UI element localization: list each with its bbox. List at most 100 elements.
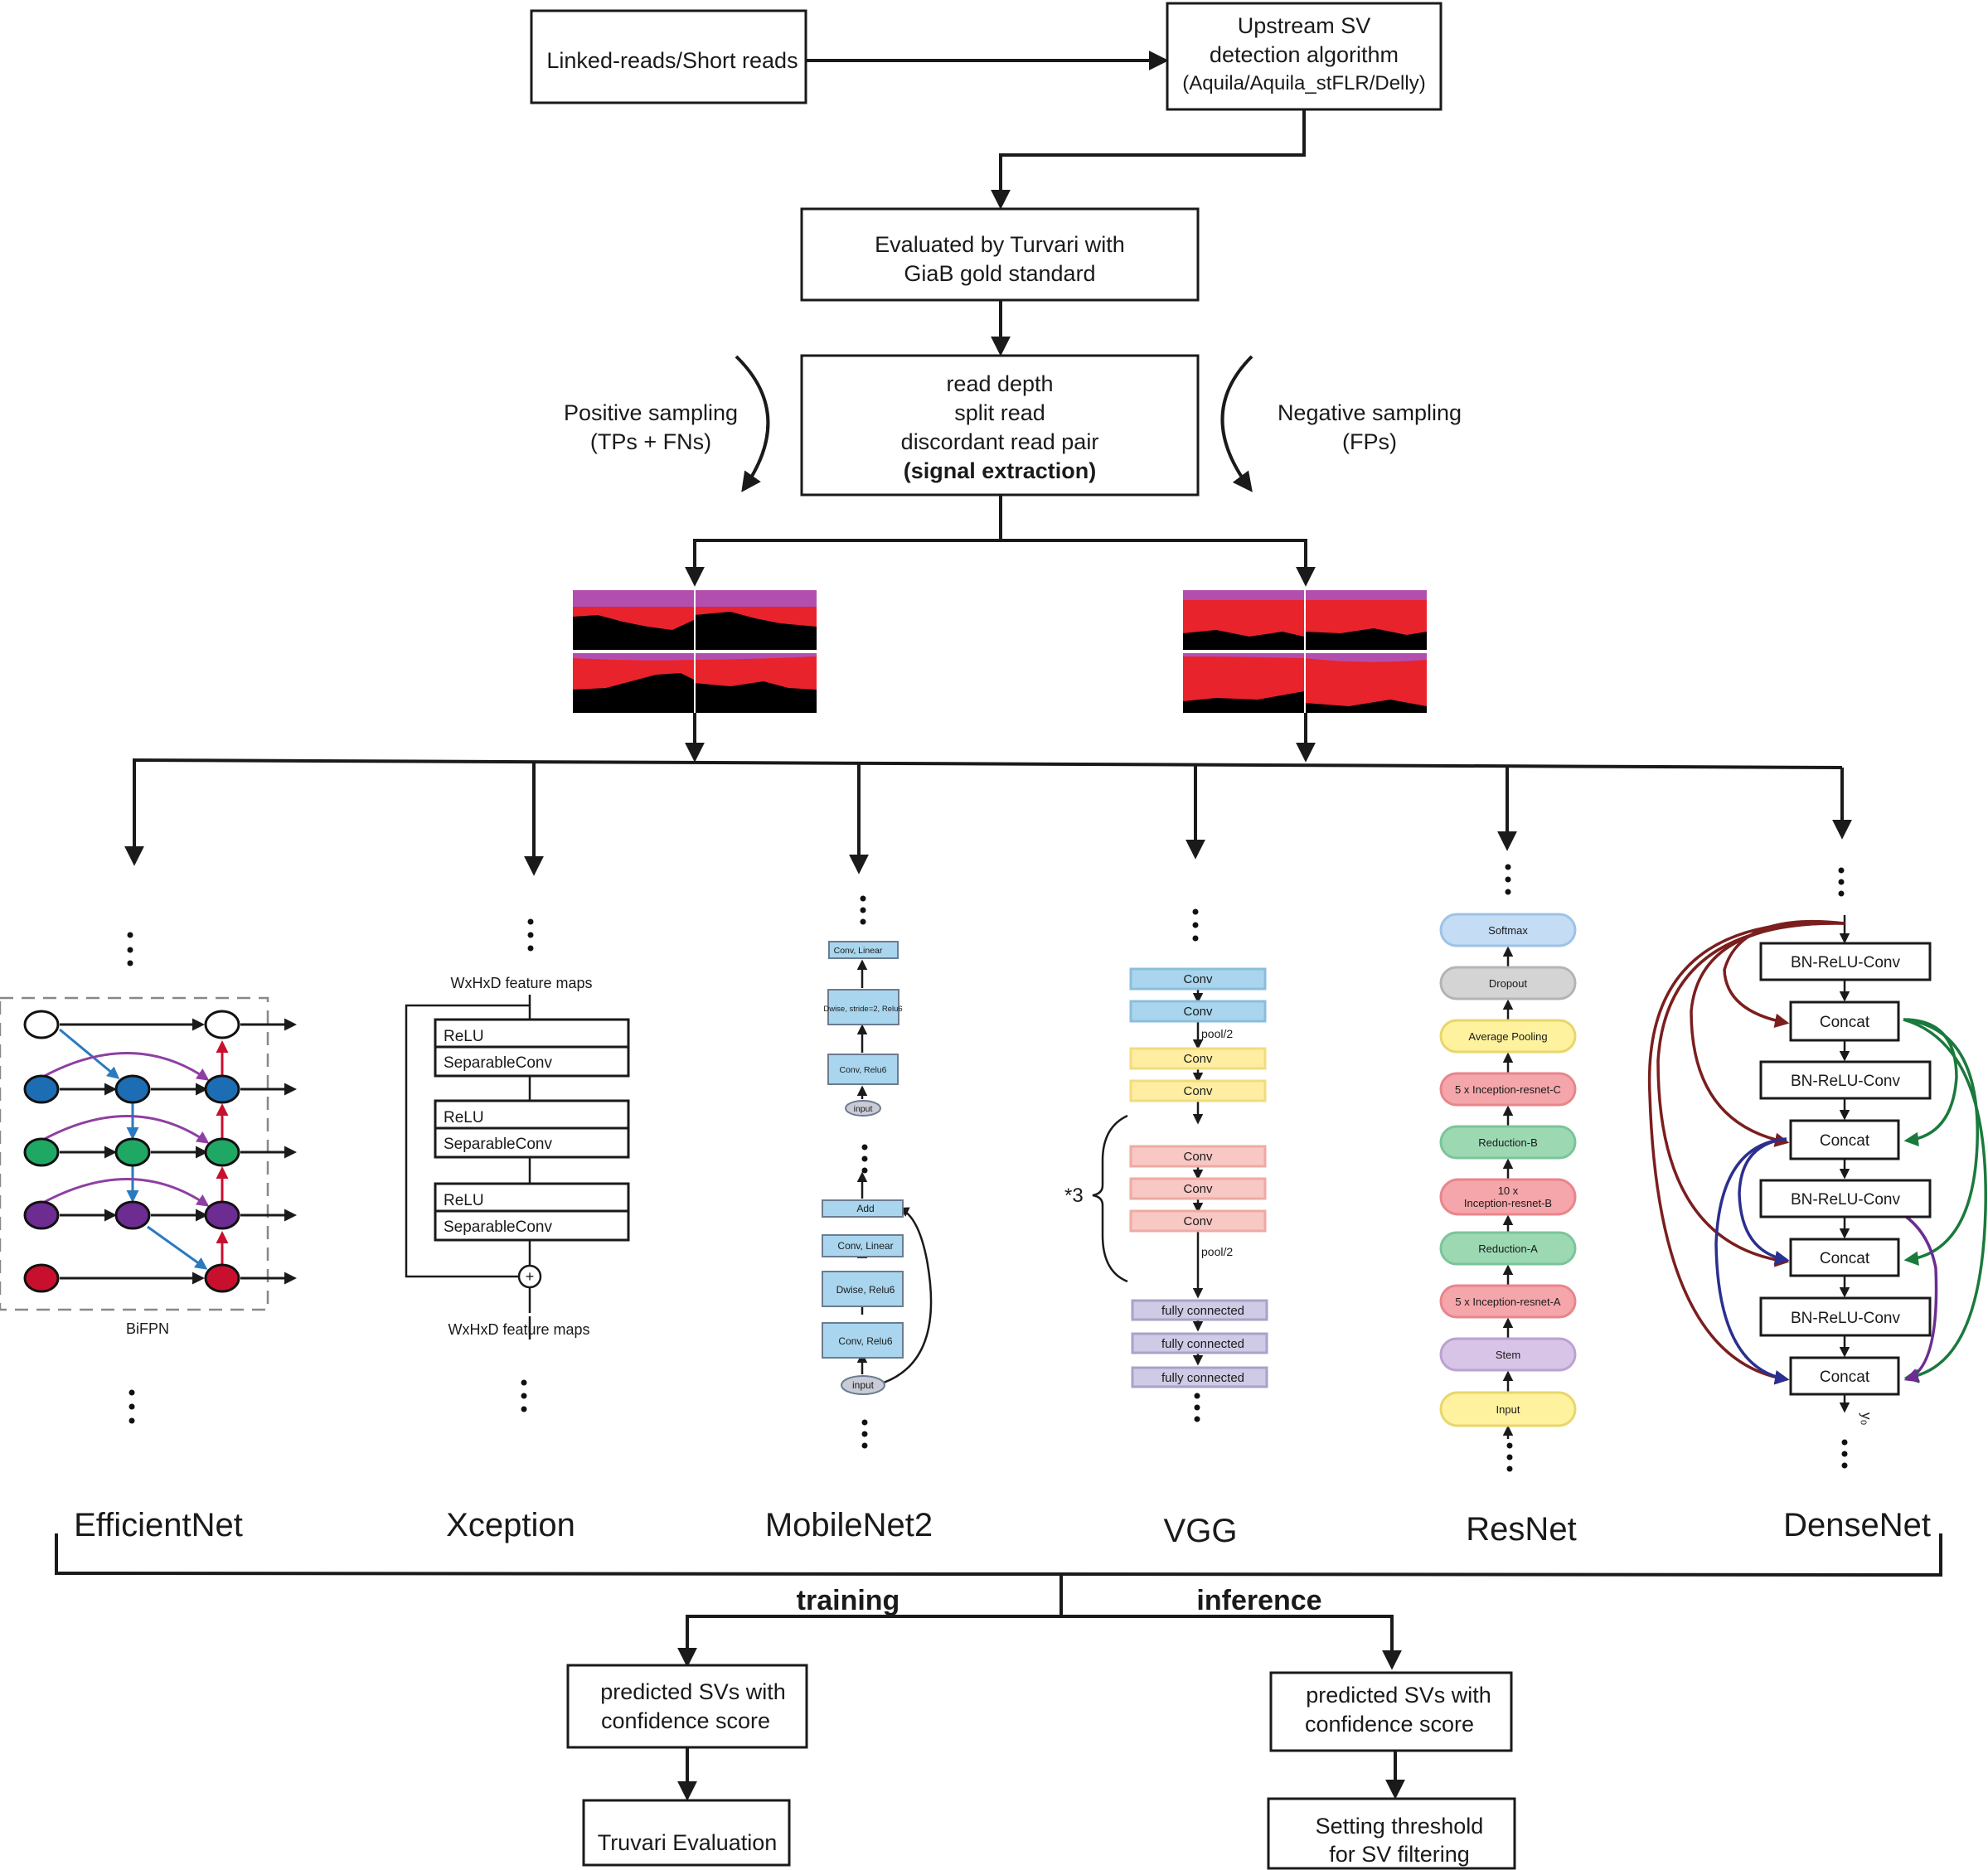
top-flow: Linked-reads/Short reads Upstream SV det… [530, 2, 1462, 587]
signal-line-1: read depth [946, 371, 1053, 396]
eval-line-1: Evaluated by Turvari with [875, 232, 1125, 257]
negative-curve-arrow [1220, 355, 1253, 492]
model-name-xception: Xception [446, 1507, 575, 1543]
vgg-label: Conv [1183, 1084, 1213, 1098]
densenet-block [1789, 1238, 1900, 1277]
bifpn-caption: BiFPN [126, 1320, 169, 1337]
xception-relu: ReLU [444, 1028, 484, 1045]
ellipsis-dots [1838, 867, 1848, 1469]
xception-top-label: WxHxD feature maps [450, 975, 592, 991]
vgg-block [1131, 1299, 1268, 1321]
signal-line-4: (signal extraction) [904, 458, 1097, 483]
truvari-label: Truvari Evaluation [598, 1830, 778, 1855]
mobilenet-input-node [841, 1375, 885, 1395]
bifpn-node [204, 1010, 240, 1039]
vgg-block [1129, 1209, 1267, 1233]
mobilenet-label: Conv, Relu6 [838, 1335, 892, 1347]
ellipsis-dots [1505, 864, 1513, 1472]
vgg-block [1129, 1177, 1267, 1200]
resnet-label: 5 x Inception-resnet-C [1455, 1083, 1561, 1096]
input-label: Linked-reads/Short reads [546, 48, 798, 73]
vgg-label: Conv [1183, 1182, 1213, 1196]
xception-block: ReLU SeparableConv [434, 1099, 630, 1159]
densenet-diagram: BN-ReLU-Conv Concat BN-ReLU-Conv Concat … [1647, 867, 1987, 1469]
vgg-label: Conv [1183, 1150, 1213, 1164]
vgg-label: Conv [1183, 1005, 1213, 1019]
positive-signal-image [573, 590, 817, 713]
train-pred-line-1: predicted SVs with [600, 1679, 786, 1704]
eval-line-2: GiaB gold standard [904, 261, 1095, 286]
densenet-label: BN-ReLU-Conv [1791, 954, 1900, 971]
model-names: EfficientNet Xception MobileNet2 VGG Res… [74, 1507, 1931, 1549]
vgg-label: fully connected [1161, 1337, 1244, 1351]
bifpn-node [23, 1137, 60, 1167]
model-bracket [55, 1533, 1942, 1577]
truvari-box [582, 1799, 791, 1867]
bifpn-node [23, 1010, 60, 1039]
resnet-block [1439, 1284, 1577, 1319]
negative-label-2: (FPs) [1342, 429, 1397, 454]
bifpn-node [23, 1263, 60, 1293]
upstream-box [1166, 2, 1443, 111]
resnet-diagram: Softmax Dropout Average Pooling 5 x Ince… [1439, 864, 1577, 1472]
densenet-block [1789, 1356, 1900, 1396]
negative-signal-image [1183, 590, 1427, 713]
mobilenet-label: input [852, 1379, 875, 1391]
resnet-block [1439, 1072, 1577, 1107]
mobilenet-label: Dwise, stride=2, Relu6 [823, 1005, 902, 1014]
vgg-pool-label: pool/2 [1201, 1027, 1233, 1040]
xception-sepconv: SeparableConv [444, 1054, 552, 1072]
vgg-block [1129, 1079, 1267, 1102]
resnet-label: Reduction-A [1478, 1243, 1538, 1255]
bifpn-node [204, 1137, 240, 1167]
densenet-block [1759, 942, 1932, 981]
threshold-box [1267, 1797, 1516, 1870]
mobilenet-label: Conv, Linear [837, 1240, 893, 1252]
mobilenet-label: input [854, 1104, 873, 1114]
mobilenet-label: Conv, Relu6 [839, 1065, 886, 1075]
vgg-pool-label: pool/2 [1201, 1245, 1233, 1258]
resnet-label: Dropout [1489, 977, 1528, 990]
resnet-block [1439, 1391, 1577, 1427]
resnet-block [1439, 1337, 1577, 1372]
densenet-block [1759, 1060, 1932, 1100]
vgg-block [1129, 1145, 1267, 1168]
signal-box [800, 354, 1200, 497]
vgg-block [1129, 967, 1267, 991]
model-name-vgg: VGG [1164, 1513, 1238, 1549]
ellipsis-dots [521, 918, 534, 1412]
vgg-label: fully connected [1161, 1371, 1244, 1385]
upstream-line-3: (Aquila/Aquila_stFLR/Delly) [1182, 72, 1425, 94]
bifpn-node [23, 1074, 60, 1104]
mobilenet-block [828, 941, 899, 959]
signal-to-negative-image-arrow [1001, 539, 1316, 587]
mobilenet-label: Dwise, Relu6 [836, 1284, 895, 1296]
vgg-repeat-label: *3 [1064, 1184, 1084, 1207]
bifpn-frame [0, 996, 269, 1311]
bifpn-node [114, 1200, 151, 1230]
mobilenet-label: Add [856, 1203, 874, 1214]
densenet-label: BN-ReLU-Conv [1791, 1073, 1900, 1090]
xception-diagram: WxHxD feature maps ReLU SeparableConv Re… [405, 918, 630, 1412]
xception-relu: ReLU [444, 1109, 484, 1126]
densenet-block [1789, 1000, 1900, 1042]
resnet-label: 5 x Inception-resnet-A [1455, 1296, 1561, 1308]
bifpn-node [23, 1200, 60, 1230]
signal-line-3: discordant read pair [901, 429, 1099, 454]
vgg-label: Conv [1183, 1214, 1213, 1228]
input-box [530, 9, 807, 104]
upstream-line-2: detection algorithm [1210, 42, 1399, 67]
resnet-label: Stem [1496, 1349, 1520, 1361]
negative-label-1: Negative sampling [1278, 400, 1462, 425]
training-arrow [677, 1615, 1061, 1668]
vgg-diagram: Conv Conv Conv Conv Conv Conv Conv fully… [1064, 908, 1268, 1422]
resnet-label: Input [1496, 1403, 1520, 1416]
mobilenet-block [822, 1234, 904, 1257]
densenet-label: Concat [1820, 1250, 1870, 1267]
resnet-label: 10 x [1498, 1184, 1519, 1197]
bifpn-node [114, 1074, 151, 1104]
resnet-label: Average Pooling [1468, 1030, 1547, 1043]
xception-relu: ReLU [444, 1192, 484, 1209]
vgg-label: fully connected [1161, 1304, 1244, 1318]
xception-block: ReLU SeparableConv [434, 1182, 630, 1242]
